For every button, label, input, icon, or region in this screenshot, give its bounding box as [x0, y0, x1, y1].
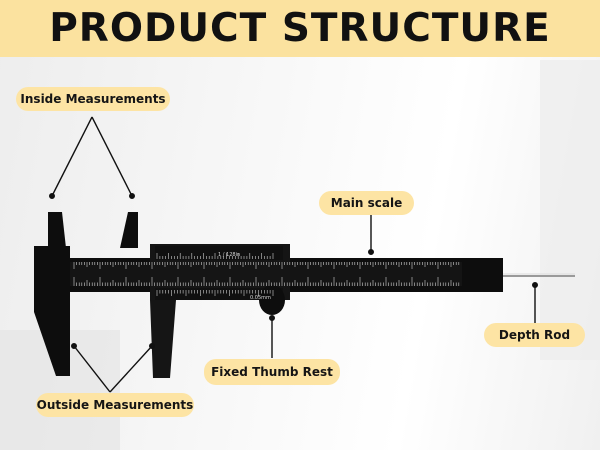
outside-measurements-label: Outside Measurements	[36, 393, 194, 417]
vernier-slider	[150, 244, 290, 378]
thumb-rest	[259, 285, 285, 315]
inside-measurements-label: Inside Measurements	[16, 87, 170, 111]
title-banner: PRODUCT STRUCTURE	[0, 0, 600, 57]
resolution-label: 0.05mm	[250, 295, 271, 301]
page-title: PRODUCT STRUCTURE	[49, 6, 551, 51]
vernier-scale-ticks	[156, 253, 274, 296]
unit-label: 1 / 128in	[218, 252, 240, 258]
background-panel-right	[540, 60, 600, 360]
outside-jaw-fixed	[34, 246, 70, 376]
depth-rod-label: Depth Rod	[484, 323, 585, 347]
main-scale-ticks	[73, 262, 460, 286]
fixed-thumb-rest-label: Fixed Thumb Rest	[204, 359, 340, 385]
inside-jaw-fixed	[48, 212, 66, 248]
main-scale-label: Main scale	[319, 191, 414, 215]
inside-jaw-sliding	[120, 212, 138, 248]
